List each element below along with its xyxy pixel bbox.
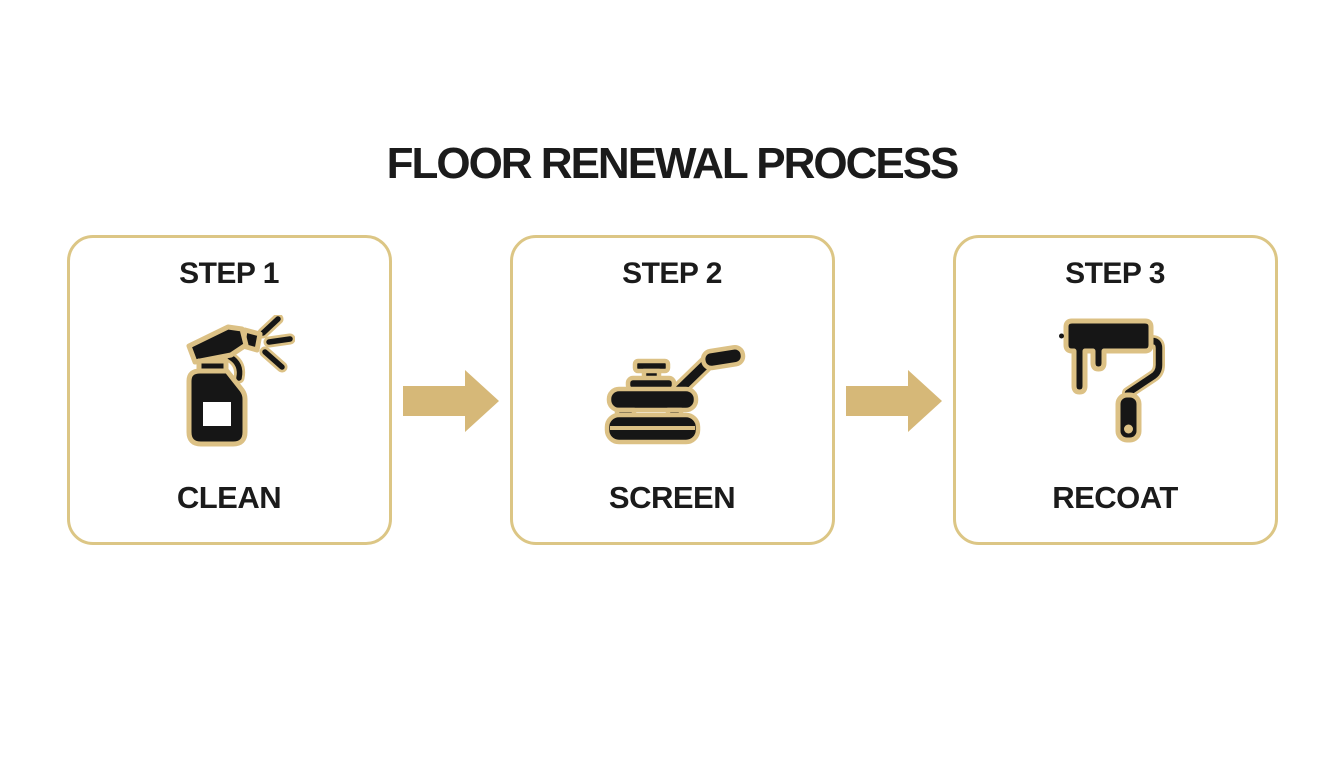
step-1-icon-box: [80, 292, 379, 479]
arrow-cell-1: [392, 235, 510, 545]
step-3-label: STEP 3: [1065, 257, 1165, 290]
step-card-1: STEP 1: [66, 235, 392, 545]
step-1-name: CLEAN: [176, 479, 282, 515]
step-2-icon-box: [523, 292, 822, 479]
step-2-label: STEP 2: [622, 257, 722, 290]
step-3-icon-box: [966, 292, 1265, 479]
paint-roller-icon: [1059, 318, 1165, 443]
step-3-name: RECOAT: [1052, 479, 1178, 515]
step-1-label: STEP 1: [179, 257, 279, 290]
spray-bottle-icon: [186, 315, 295, 447]
right-arrow-icon: [845, 370, 942, 432]
step-2-name: SCREEN: [608, 479, 736, 515]
floor-buffer-icon: [604, 345, 746, 445]
page-title: FLOOR RENEWAL PROCESS: [386, 139, 960, 188]
process-row: STEP 1: [0, 235, 1344, 545]
step-card-2: STEP 2: [509, 235, 835, 545]
right-arrow-icon: [402, 370, 499, 432]
step-card-3: STEP 3 RECOAT: [952, 235, 1278, 545]
arrow-cell-2: [835, 235, 953, 545]
